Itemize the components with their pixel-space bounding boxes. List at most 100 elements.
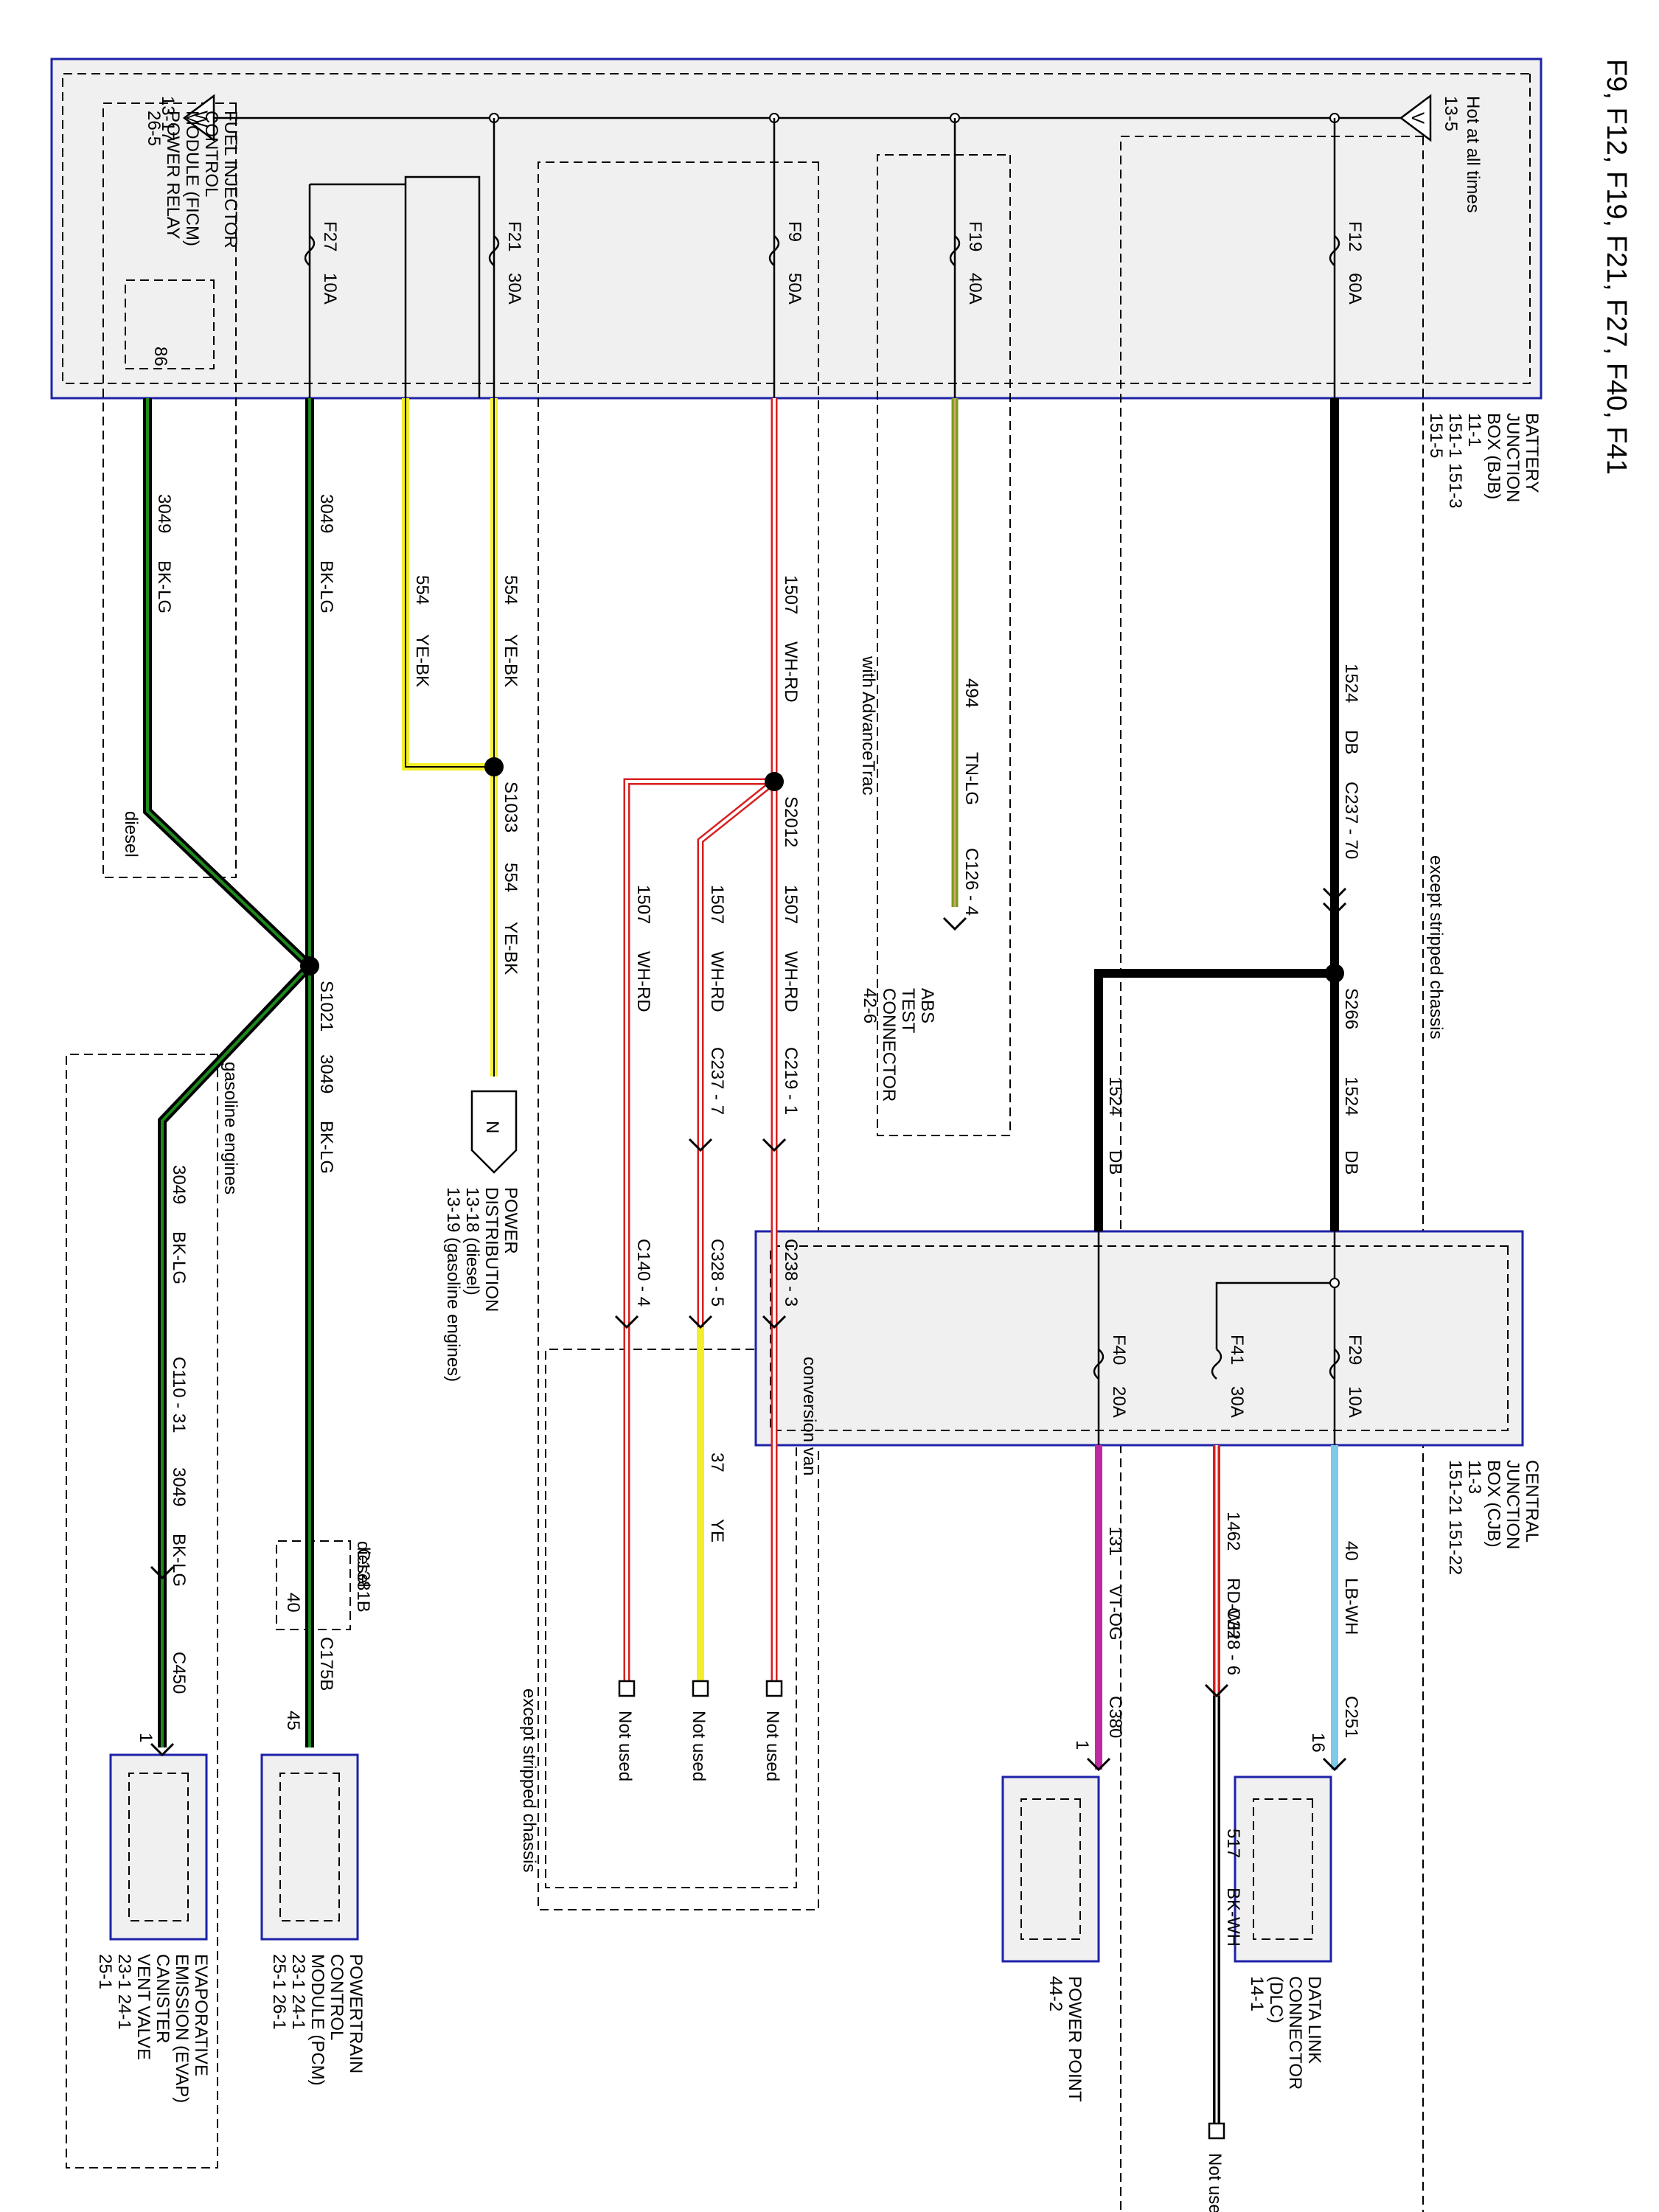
wire-1507-color-4: WH-RD [633, 951, 653, 1012]
connector-c450-pin: 1 [136, 1733, 156, 1742]
connector-c140-4: C140 - 4 [633, 1239, 653, 1307]
connector-c1381b: C1381B [353, 1548, 373, 1613]
fuse-f29-rating: 10A [1345, 1386, 1365, 1418]
cjb-box [754, 1230, 1524, 1447]
svg-text:BOX (BJB): BOX (BJB) [1484, 413, 1503, 499]
wire-3049-circuit-3: 3049 [316, 1054, 336, 1093]
wire-1507-circuit-2: 1507 [781, 885, 801, 924]
connector-c251-pin: 16 [1308, 1733, 1328, 1753]
connector-c380-pin: 1 [1072, 1740, 1092, 1750]
svg-text:13-18 (diesel): 13-18 (diesel) [462, 1187, 482, 1295]
evap-label: EVAPORATIVE EMISSION (EVAP) CANISTER VEN… [95, 1954, 211, 2103]
connector-c110-31: C110 - 31 [169, 1357, 189, 1433]
not-used-b: Not used [689, 1711, 709, 1781]
svg-text:EVAPORATIVE: EVAPORATIVE [191, 1954, 211, 2076]
wire-554-color: YE-BK [501, 634, 521, 687]
wire-1462-color: RD-WH [1223, 1578, 1243, 1639]
wire-3049-circuit-5: 3049 [169, 1467, 189, 1506]
svg-text:MODULE (FICM): MODULE (FICM) [182, 111, 202, 246]
not-used-caps [618, 1680, 1225, 2140]
terminal-w-symbol [182, 94, 215, 142]
svg-text:MODULE (PCM): MODULE (PCM) [307, 1954, 327, 2086]
condition-gasoline: gasoline engines [220, 1062, 240, 1194]
bjb-inner-dashed [62, 73, 1531, 384]
wire-554-circuit-2: 554 [501, 863, 521, 892]
svg-text:11-1: 11-1 [1464, 413, 1484, 447]
connector-c1381b-pin: 40 [283, 1593, 303, 1613]
wire-1507-circuit-4: 1507 [633, 885, 653, 924]
wire-1462-circuit: 1462 [1223, 1512, 1243, 1551]
wire-1524-color: DB [1341, 730, 1361, 754]
evap-box [109, 1753, 208, 1941]
svg-text:25-1: 25-1 [95, 1954, 115, 1989]
terminal-w-ref: 13-17 [158, 96, 178, 141]
connector-c175b-pin: 45 [283, 1711, 303, 1731]
svg-text:JUNCTION: JUNCTION [1503, 1460, 1523, 1549]
wire-3049-color: BK-LG [316, 560, 336, 613]
ficm-label: FUEL INJECTOR CONTROL MODULE (FICM) POWE… [144, 111, 240, 248]
wire-517-color: BK-WH [1223, 1888, 1243, 1947]
page-title: F9, F12, F19, F21, F27, F40, F41 [1601, 59, 1632, 475]
connector-c380: C380 [1105, 1696, 1125, 1738]
wire-554b-color: YE-BK [412, 634, 432, 687]
condition-except-stripped-2: except stripped chassis [519, 1688, 539, 1872]
power-distribution-terminal-label: N [482, 1121, 502, 1133]
not-used-a: Not used [762, 1711, 782, 1781]
fuse-f41-name: F41 [1227, 1335, 1247, 1365]
wire-1524-circuit-2: 1524 [1341, 1077, 1361, 1116]
fuse-f12-symbol [1329, 235, 1340, 266]
svg-text:DATA LINK: DATA LINK [1304, 1976, 1324, 2064]
wire-1507-circuit-3: 1507 [707, 885, 727, 924]
connector-c328-5: C328 - 5 [707, 1239, 727, 1307]
dlc-inner [1253, 1798, 1313, 1940]
wire-40-circuit: 40 [1341, 1541, 1361, 1561]
svg-text:151-1 151-3: 151-1 151-3 [1445, 413, 1465, 508]
connector-c237-7: C237 - 7 [707, 1047, 727, 1115]
wire-1507-color: WH-RD [781, 641, 801, 703]
svg-text:TEST: TEST [898, 988, 918, 1034]
wire-3049-circuit-4: 3049 [169, 1165, 189, 1204]
ficm-pin-box [125, 279, 215, 369]
splice-s1021: S1021 [316, 981, 336, 1032]
bjb-label: BATTERY JUNCTION BOX (BJB) 11-1 151-1 15… [1426, 413, 1542, 508]
wire-1524-db-branch [1094, 969, 1335, 1231]
wire-1524-circuit-3: 1524 [1105, 1077, 1125, 1116]
dlc-box [1234, 1775, 1332, 1963]
wire-554-color-2: YE-BK [501, 922, 521, 975]
connector-c175b: C175B [316, 1637, 336, 1691]
svg-text:POWER RELAY: POWER RELAY [163, 111, 183, 239]
ficm-pin: 86 [150, 347, 170, 366]
splice-s266: S266 [1341, 988, 1361, 1029]
fuse-f27-name: F27 [320, 221, 340, 251]
splice-s2012-dot [765, 772, 784, 791]
wire-3049-color-5: BK-LG [169, 1534, 189, 1587]
svg-text:44-2: 44-2 [1046, 1976, 1065, 2011]
power-distribution-terminal [470, 1090, 518, 1174]
svg-text:26-5: 26-5 [144, 111, 164, 146]
fuse-f19-symbol [949, 235, 961, 266]
fuse-f21-rating: 30A [504, 273, 524, 305]
svg-text:ABS: ABS [917, 988, 937, 1023]
except-stripped-region-1 [1120, 136, 1424, 2212]
svg-text:CENTRAL: CENTRAL [1522, 1460, 1542, 1543]
fuse-f29-name: F29 [1345, 1335, 1365, 1365]
connector-c237-70: C237 - 70 [1341, 782, 1361, 859]
fuse-f27-rating: 10A [320, 273, 340, 305]
fuse-f9-rating: 50A [785, 273, 804, 305]
svg-text:POWER POINT: POWER POINT [1065, 1976, 1085, 2102]
wire-517-circuit: 517 [1223, 1829, 1243, 1858]
wire-131-color: VT-OG [1105, 1585, 1125, 1641]
wire-37-circuit: 37 [707, 1453, 727, 1472]
advancetrac-region [877, 154, 1011, 1136]
svg-text:BATTERY: BATTERY [1522, 413, 1542, 493]
gasoline-region [66, 1054, 218, 2168]
wire-494-color: TN-LG [961, 752, 981, 805]
fuse-f41-rating: 30A [1227, 1386, 1247, 1418]
not-used-d: Not used [1205, 2153, 1225, 2212]
conversion-van-region [545, 1349, 797, 1888]
fuse-f21-symbol [488, 235, 500, 266]
connector-c328-6: C328 - 6 [1223, 1607, 1243, 1675]
